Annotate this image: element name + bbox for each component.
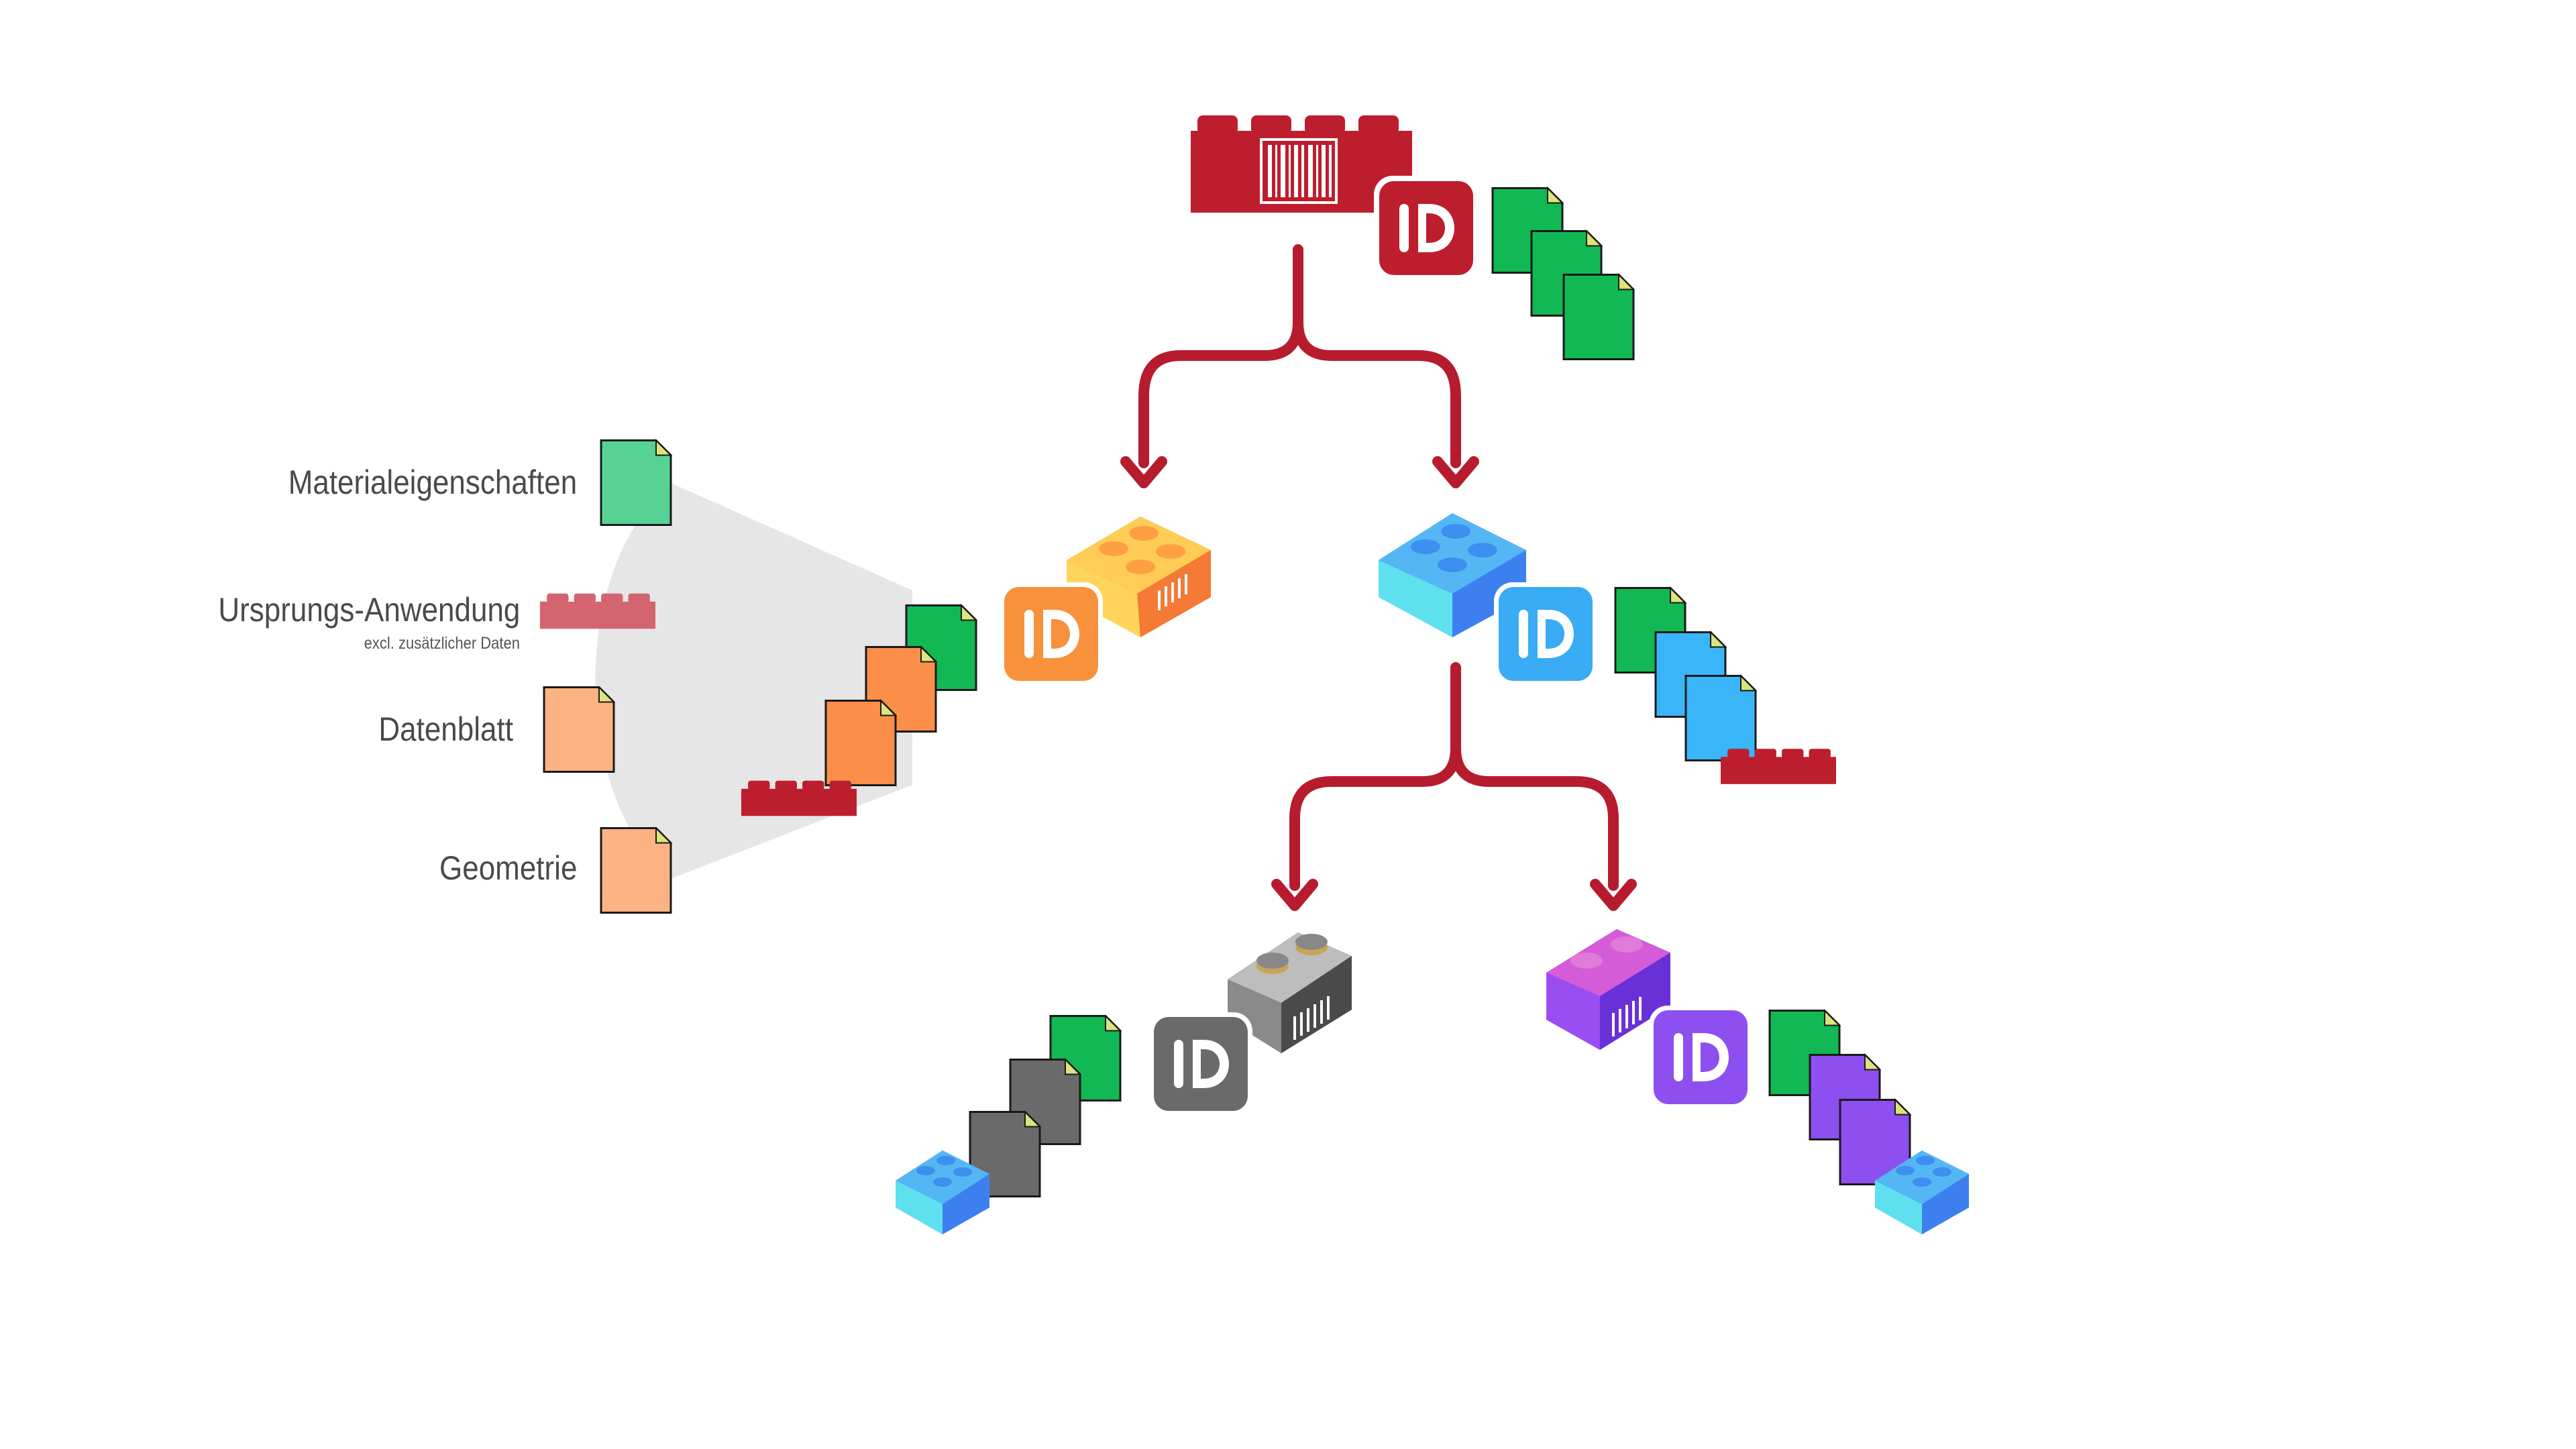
barcode-icon bbox=[1260, 138, 1338, 204]
blue-document-icon bbox=[1684, 674, 1757, 762]
legend-label-geometrie: Geometrie bbox=[439, 849, 577, 887]
barcode-icon bbox=[1612, 997, 1642, 1036]
barcode-icon bbox=[1293, 996, 1330, 1040]
grandchild-left-documents bbox=[969, 1014, 1122, 1198]
arrow-root-to-left bbox=[1138, 244, 1303, 468]
gray-brick-icon bbox=[1228, 932, 1352, 1053]
arrow-root-to-right bbox=[1293, 317, 1461, 468]
root-id-badge-icon bbox=[1379, 181, 1473, 275]
blue-brick-icon bbox=[1379, 513, 1526, 637]
legend-label-materialeigenschaften: Materialeigenschaften bbox=[288, 464, 577, 501]
purple-brick-icon bbox=[1546, 929, 1670, 1050]
grandchild-left-id-badge-icon bbox=[1154, 1017, 1248, 1111]
root-documents bbox=[1491, 186, 1635, 361]
small-blue-brick-icon bbox=[896, 1150, 989, 1234]
arrowhead-grandright bbox=[1590, 879, 1637, 911]
legend-orange-document-icon bbox=[543, 686, 615, 773]
root-node bbox=[1191, 115, 1635, 361]
left-id-badge-icon bbox=[1004, 587, 1098, 681]
arrow-right-to-grandright bbox=[1450, 743, 1619, 891]
arrowhead-left bbox=[1120, 456, 1167, 488]
right-id-badge-icon bbox=[1499, 587, 1593, 681]
grandchild-right-id-badge-icon bbox=[1654, 1010, 1748, 1104]
grandchild-left-node bbox=[896, 932, 1352, 1234]
small-blue-brick-icon bbox=[1875, 1150, 1969, 1234]
orange-brick-icon bbox=[1067, 517, 1211, 637]
legend-red-brick-icon bbox=[540, 593, 655, 629]
orange-document-icon bbox=[824, 699, 897, 787]
arrows bbox=[1120, 244, 1637, 911]
arrowhead-grandleft bbox=[1271, 879, 1318, 911]
grandchild-right-documents bbox=[1768, 1009, 1911, 1186]
legend-label-ursprungs-anwendung: Ursprungs-Anwendung bbox=[217, 591, 520, 629]
red-brick-icon bbox=[1721, 749, 1836, 784]
arrow-right-to-grandleft bbox=[1289, 662, 1461, 891]
right-child-node bbox=[1379, 513, 1836, 784]
legend-orange-document-icon bbox=[600, 826, 672, 914]
right-child-documents bbox=[1614, 586, 1836, 784]
grandchild-right-node bbox=[1546, 929, 1969, 1234]
detail-fan-shape bbox=[595, 483, 912, 879]
green-document-icon bbox=[1562, 273, 1635, 361]
legend-label-datenblatt: Datenblatt bbox=[378, 710, 513, 748]
left-child-node bbox=[741, 517, 1211, 816]
legend-sublabel-ursprungs-anwendung: excl. zusätzlicher Daten bbox=[364, 634, 520, 653]
arrowhead-right bbox=[1432, 456, 1479, 488]
barcode-icon bbox=[1158, 574, 1187, 610]
legend-green-document-icon bbox=[600, 439, 672, 527]
